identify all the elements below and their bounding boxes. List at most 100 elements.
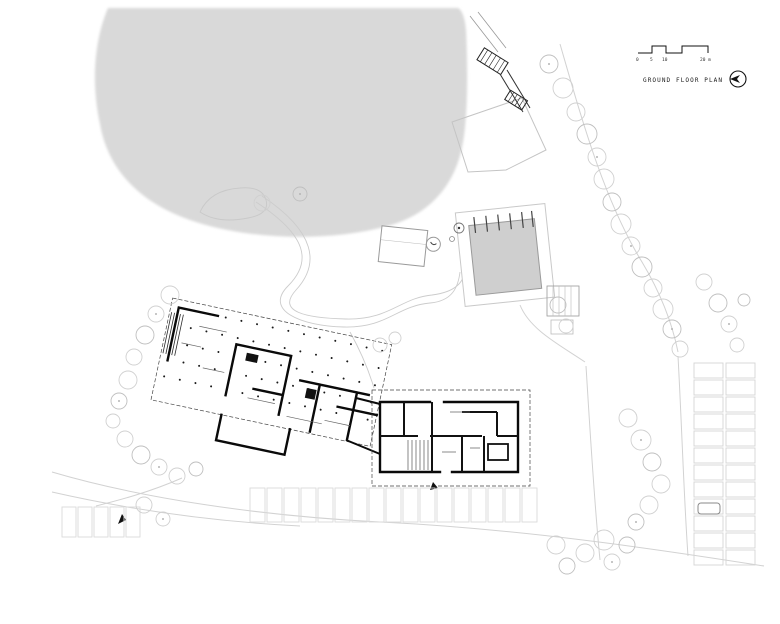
- column-dot: [224, 316, 227, 319]
- building-right-wing: [371, 389, 531, 487]
- tree-center: [635, 521, 637, 523]
- tree: [587, 147, 607, 167]
- wing-connector-walls: [345, 397, 381, 455]
- road-line: [559, 43, 679, 353]
- parking-stall: [93, 506, 109, 538]
- column-dot: [276, 381, 279, 384]
- parking-stall: [693, 396, 724, 413]
- tree: [558, 557, 576, 575]
- column-dot: [365, 346, 368, 349]
- column-grid: [163, 306, 384, 421]
- tree-center: [611, 561, 613, 563]
- parking-stall: [693, 549, 724, 566]
- building-left-wing: [150, 297, 393, 457]
- tree: [610, 213, 632, 235]
- parking-stall: [300, 487, 317, 523]
- partition-lines: [181, 325, 351, 427]
- column-dot: [299, 350, 302, 353]
- tree-center: [640, 439, 642, 441]
- tree: [651, 474, 671, 494]
- core-block: [245, 352, 259, 364]
- tree-center: [158, 466, 160, 468]
- hatch-line: [162, 312, 173, 354]
- tree: [110, 392, 128, 410]
- column-dot: [186, 344, 189, 347]
- column-dot: [198, 364, 201, 367]
- column-dot: [330, 357, 333, 360]
- parking-stall: [693, 430, 724, 447]
- lower-stair: [504, 89, 529, 111]
- legend: 0 5 10 20 m GROUND FLOOR PLAN: [636, 45, 747, 88]
- column-dot: [241, 392, 244, 395]
- small-room: [487, 443, 509, 461]
- parking-stall: [77, 506, 93, 538]
- column-dot: [373, 384, 376, 387]
- parking-stall: [725, 532, 756, 549]
- tree: [602, 192, 622, 212]
- path-line: [255, 201, 461, 328]
- pool-basin: [468, 218, 543, 296]
- tree-center: [118, 400, 120, 402]
- column-dot: [256, 323, 259, 326]
- tree: [643, 278, 663, 298]
- road-line: [95, 477, 183, 507]
- parking-stall: [693, 464, 724, 481]
- column-dot: [288, 402, 291, 405]
- tree: [631, 256, 653, 278]
- column-dot: [205, 330, 208, 333]
- column-dot: [292, 384, 295, 387]
- column-dot: [210, 385, 213, 388]
- tree: [116, 430, 134, 448]
- roof-dashed-outline: [371, 389, 531, 487]
- road-line: [519, 304, 586, 363]
- path-line: [261, 195, 467, 320]
- column-dot: [280, 364, 283, 367]
- stair-block: [504, 89, 529, 111]
- column-dot: [377, 367, 380, 370]
- parking-stall: [725, 413, 756, 430]
- parking-lot-southwest: [61, 506, 141, 538]
- tree: [708, 293, 728, 313]
- north-arrow-pointer: [730, 75, 740, 83]
- pergola-slats: [552, 286, 572, 316]
- column-dot: [272, 398, 275, 401]
- scale-label-5: 5: [650, 57, 653, 63]
- column-dot: [194, 382, 197, 385]
- car: [697, 502, 721, 515]
- ramp-lines: [499, 69, 531, 113]
- parking-stall: [693, 515, 724, 532]
- interior-walls: [380, 402, 518, 472]
- parking-stall: [351, 487, 368, 523]
- tree: [621, 236, 641, 256]
- column-dot: [236, 337, 239, 340]
- column-dot: [264, 360, 267, 363]
- column-dot: [319, 408, 322, 411]
- tree: [188, 461, 204, 477]
- tree: [662, 319, 682, 339]
- tree: [388, 331, 402, 345]
- parking-stall: [725, 464, 756, 481]
- stair-treads: [507, 92, 525, 109]
- column-dot: [295, 367, 298, 370]
- tree: [168, 467, 186, 485]
- parking-stall: [61, 506, 77, 538]
- column-dot: [268, 343, 271, 346]
- parking-stall: [368, 487, 385, 523]
- parking-stall: [725, 362, 756, 379]
- pavilion-squiggle: [430, 241, 437, 246]
- column-dot: [311, 370, 314, 373]
- road-line: [585, 365, 601, 561]
- spa-circle: [453, 222, 465, 234]
- column-dot: [326, 374, 329, 377]
- parking-stall: [125, 506, 141, 538]
- hatch-line: [174, 314, 184, 356]
- column-dot: [257, 395, 260, 398]
- parking-stall: [725, 396, 756, 413]
- jetty-lines: [469, 11, 507, 53]
- tree-center: [630, 245, 632, 247]
- pavilion-outline: [377, 225, 429, 267]
- column-dot: [189, 327, 192, 330]
- tree: [729, 337, 745, 353]
- parking-stall: [436, 487, 453, 523]
- tree: [618, 408, 638, 428]
